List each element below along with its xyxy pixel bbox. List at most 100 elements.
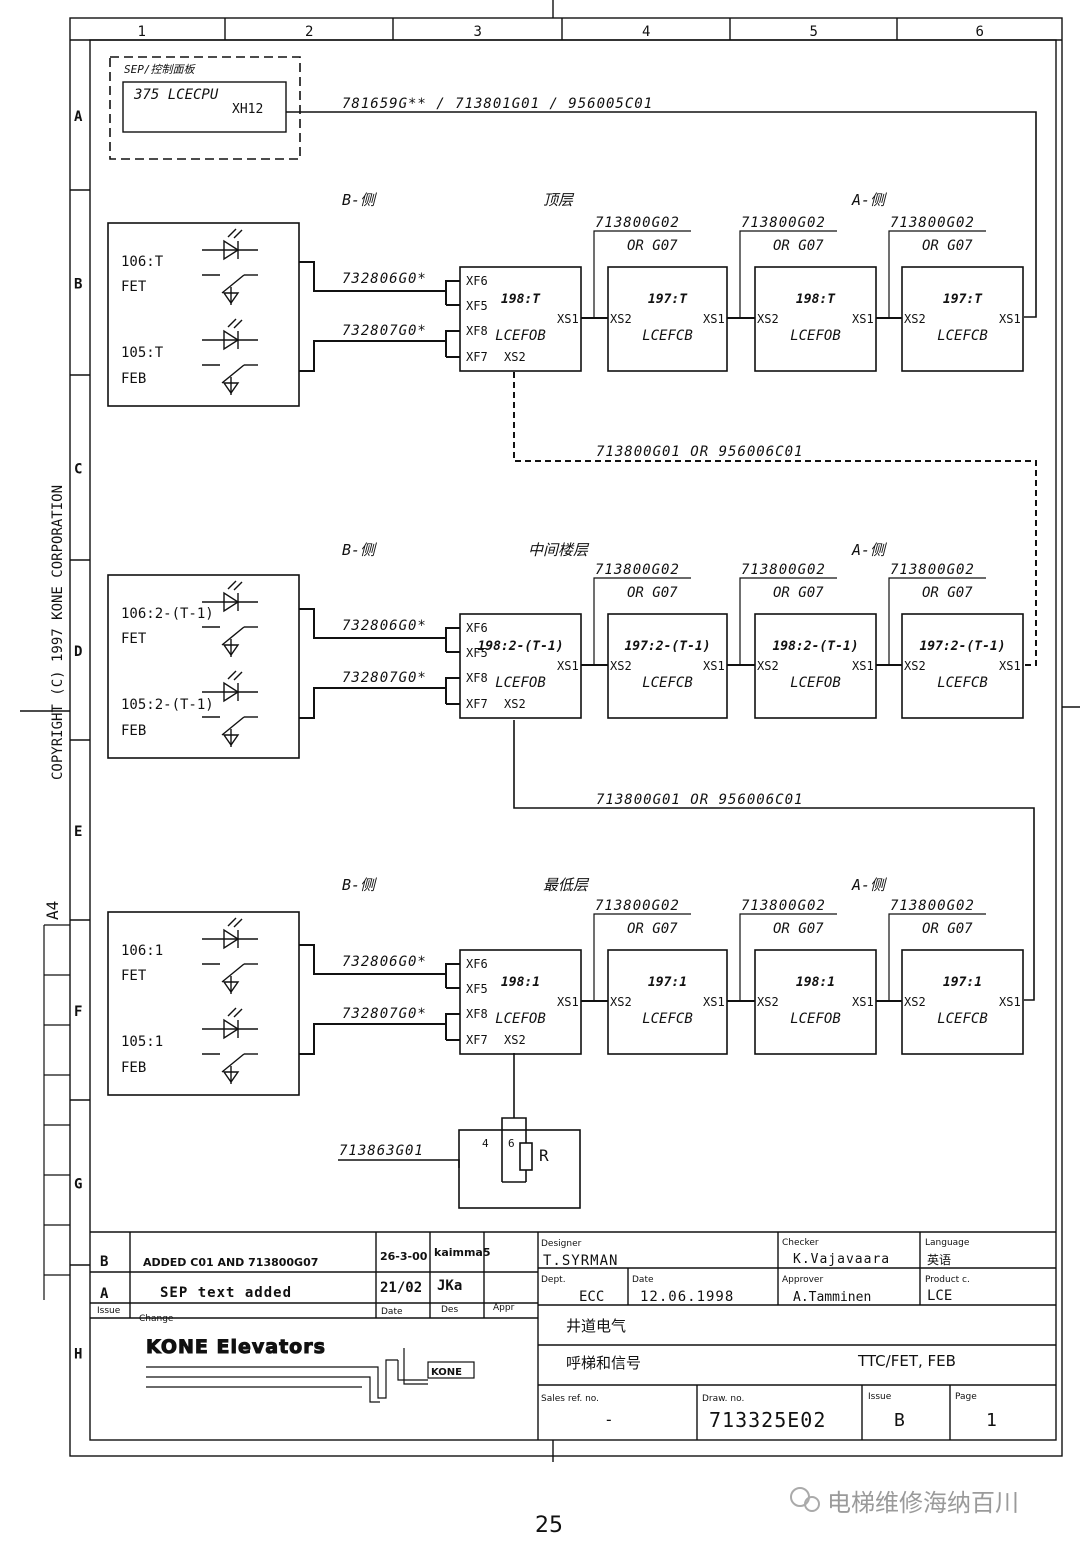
sep-cpu-label: 375 LCECPU [133,87,219,103]
link-bottom-label: OR G07 [627,921,678,937]
panel-cables [299,944,460,1055]
board-code: 198:2-(T-1) [772,639,858,654]
port-xf8: XF8 [466,1007,488,1021]
port-xf6: XF6 [466,957,488,971]
board-type: LCEFCB [642,675,693,691]
cable-xf8-label: 732807G0* [342,1006,427,1022]
language-value: 英语 [927,1253,951,1267]
watermark-text: 电梯维修海纳百川 [827,1489,1019,1517]
board-link: 713800G02 OR G07 [581,898,691,1002]
panel-cables [299,261,460,372]
page-value: 1 [986,1410,997,1431]
draw-no-value: 713325E02 [709,1408,826,1432]
port-xs1: XS1 [999,312,1021,326]
link-top-label: 713800G02 [741,562,826,578]
approver-value: A.Tamminen [793,1290,871,1305]
side-b-label: B-侧 [342,541,377,559]
rev-a-issue: A [100,1286,109,1302]
board-code: 197:T [943,292,983,307]
port-xs1: XS1 [703,312,725,326]
link-bottom-label: OR G07 [627,238,678,254]
port-xf7: XF7 [466,350,488,364]
dept-value: ECC [579,1289,604,1305]
side-b-label: B-侧 [342,876,377,894]
port-xs2: XS2 [610,995,632,1009]
row-label: C [74,462,82,478]
product-value: LCE [927,1288,952,1304]
port-xs2: XS2 [610,312,632,326]
fet-code: 106:1 [121,943,163,959]
link-bottom-label: OR G07 [627,585,678,601]
board-code: 197:2-(T-1) [624,639,710,654]
sales-ref-value: - [604,1410,614,1429]
led-switch-icon [202,917,258,994]
copyright-text: COPYRIGHT (C) 1997 KONE CORPORATION [50,485,66,780]
port-xs2: XS2 [757,995,779,1009]
fet-label: FET [121,631,147,647]
board-code: 197:2-(T-1) [919,639,1005,654]
approver-label: Approver [782,1275,823,1285]
title-block-lines [90,1231,1056,1440]
port-xf5: XF5 [466,982,488,996]
board-code: 198:2-(T-1) [477,639,563,654]
draw-no-label: Draw. no. [702,1394,744,1404]
board-code: 197:1 [943,975,982,990]
board-type: LCEFCB [937,675,988,691]
port-xs1: XS1 [703,659,725,673]
terminator-pin-a: 4 [482,1137,489,1150]
kone-logo-text: KONE Elevators [146,1336,326,1358]
port-xs2: XS2 [504,1033,526,1047]
port-xf8: XF8 [466,671,488,685]
board-type: LCEFOB [495,328,546,344]
board-type: LCEFCB [642,1011,693,1027]
link-bottom-label: OR G07 [773,921,824,937]
terminator [338,1053,581,1209]
feb-code: 105:T [121,345,164,361]
link-bottom-label: OR G07 [922,921,973,937]
rev-b-designer: kaimma5 [434,1246,491,1259]
link-top-label: 713800G02 [890,898,975,914]
drawing-title-1: 井道电气 [566,1317,626,1335]
column-label: 6 [976,24,984,40]
port-xf6: XF6 [466,621,488,635]
designer-label: Designer [541,1239,582,1249]
column-label: 3 [474,24,482,40]
watermark: 电梯维修海纳百川 [790,1487,1019,1517]
sep-connector-label: XH12 [232,102,263,117]
port-xf7: XF7 [466,1033,488,1047]
date-value: 12.06.1998 [640,1289,734,1305]
led-switch-icon [202,670,258,747]
panel-cables [299,608,460,719]
led-switch-icon [202,228,258,305]
drawing-title-2: 呼梯和信号 [566,1354,641,1372]
port-xs1: XS1 [999,995,1021,1009]
terminator-resistor-label: R [539,1146,549,1165]
riser-cable-label: 713800G01 OR 956006C01 [596,444,803,460]
port-xs1: XS1 [557,659,579,673]
page-number: 25 [535,1513,563,1538]
side-a-label: A-侧 [851,191,887,209]
link-top-label: 713800G02 [741,215,826,231]
feb-label: FEB [121,723,146,739]
feb-code: 105:1 [121,1034,163,1050]
link-top-label: 713800G02 [595,898,680,914]
board-type: LCEFOB [495,1011,546,1027]
board-type: LCEFOB [790,328,841,344]
port-xf8: XF8 [466,324,488,338]
